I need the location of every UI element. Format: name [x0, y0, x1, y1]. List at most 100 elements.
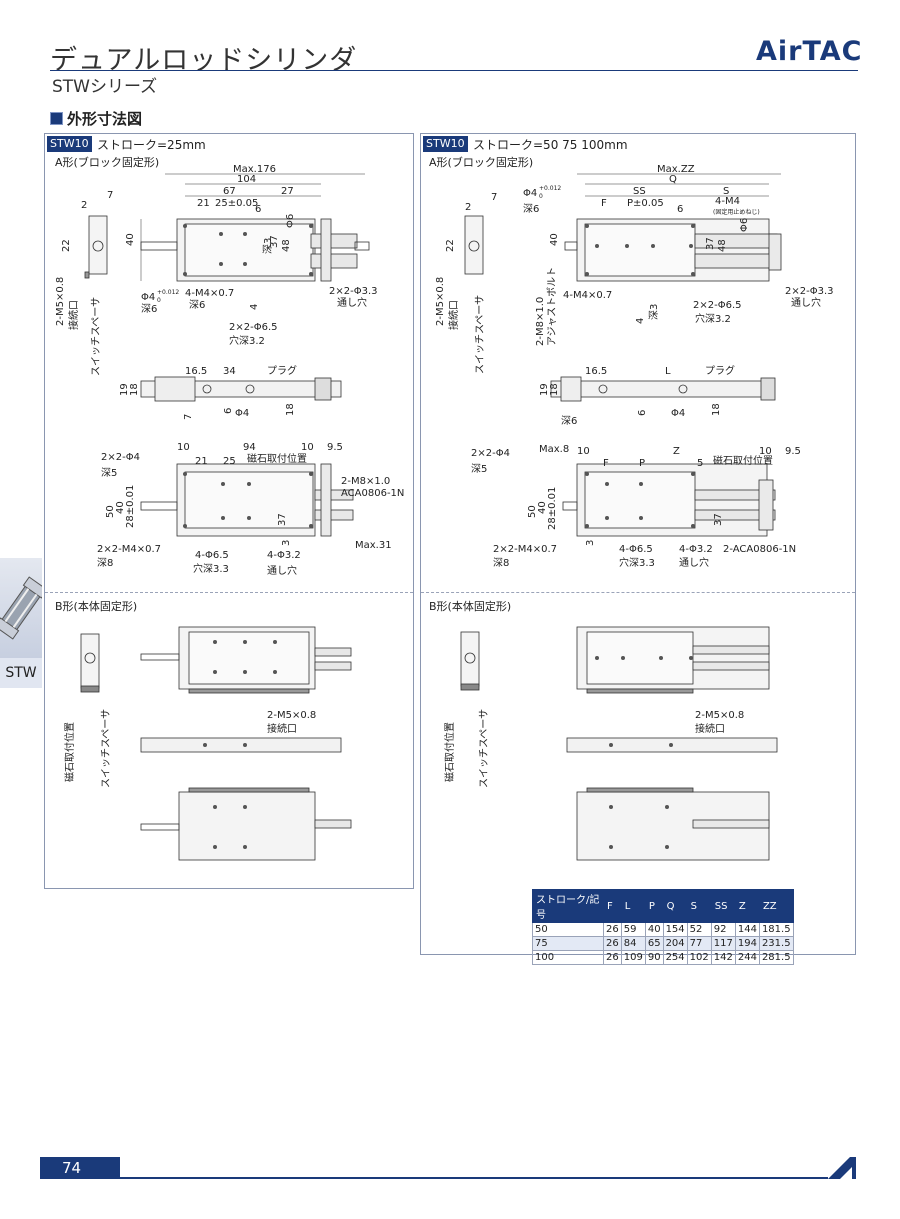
dim-port: 接続口 [67, 300, 80, 330]
rdim-z: Z [673, 446, 680, 457]
rdim-7: 7 [491, 192, 497, 203]
table-cell: 194 [734, 936, 760, 951]
right-stroke-label: ストローク=50 75 100mm [473, 138, 628, 152]
rb-port: 接続口 [695, 722, 725, 735]
b-port: 接続口 [267, 722, 297, 735]
rdim-through-hole-2: 通し穴 [679, 556, 709, 569]
dim-2x2-phi3-3: 2×2-Φ3.3 [329, 286, 378, 297]
table-header: Q [662, 889, 688, 923]
rdim-b50: 50 [527, 505, 538, 518]
dim-tol-zero: 0 [157, 297, 161, 304]
rdim-b37: 37 [713, 513, 724, 526]
rdim-deep6: 深6 [523, 203, 539, 215]
rdim-40: 40 [549, 233, 560, 246]
table-cell: 144 [734, 922, 760, 937]
dim-b94: 94 [243, 442, 256, 453]
dim-b21: 21 [195, 456, 208, 467]
rdim-hole-depth-3-2: 穴深3.2 [695, 312, 731, 325]
table-header: ZZ [758, 889, 794, 923]
rb-2-m5: 2-M5×0.8 [695, 710, 744, 721]
dim-2-m5: 2-M5×0.8 [55, 277, 66, 326]
dim-b40: 40 [115, 501, 126, 514]
rdim-b10b: 10 [759, 446, 772, 457]
table-row: 100 26 109 90 254 102 142 244 281.5 [532, 950, 794, 965]
b-2-m5: 2-M5×0.8 [267, 710, 316, 721]
dim-27: 27 [281, 186, 294, 197]
left-stroke-label: ストローク=25mm [97, 138, 206, 152]
dim-phi6: Φ6 [285, 214, 296, 228]
rdim-deep5: 深5 [471, 463, 487, 475]
dim-hole-depth-3-3: 穴深3.3 [193, 562, 229, 575]
right-model-tag: STW10 [423, 136, 468, 152]
table-cell: 59 [620, 922, 646, 937]
left-model-tag: STW10 [47, 136, 92, 152]
dim-16-5: 16.5 [185, 366, 207, 377]
dim-aca0806: ACA0806-1N [341, 488, 404, 499]
rdim-2: 2 [465, 202, 471, 213]
table-cell: 75 [532, 936, 604, 951]
rdim-deep6b: 深6 [561, 415, 577, 427]
rdim-through-hole: 通し穴 [791, 296, 821, 309]
table-cell: 100 [532, 950, 604, 965]
rb-magnet-position: 磁石取付位置 [443, 722, 456, 782]
rdim-b28: 28±0.01 [547, 487, 558, 530]
table-cell: 90 [644, 950, 664, 965]
brand-logo: AirTAC [756, 36, 863, 67]
rdim-4-phi6-5: 4-Φ6.5 [619, 544, 653, 555]
table-cell: 26 [603, 936, 622, 951]
left-type-a-drawing: Max.176 104 67 27 21 25±0.05 6 Φ6 40 48 … [55, 164, 404, 577]
rdim-switch-spacer: スイッチスペーサ [474, 295, 486, 374]
table-header: S [686, 889, 712, 923]
table-cell: 117 [710, 936, 736, 951]
rdim-hole-depth-3-3: 穴深3.3 [619, 556, 655, 569]
rdim-phi6: Φ6 [739, 218, 750, 232]
rdim-l: L [665, 366, 671, 377]
cylinder-thumbnail-icon [0, 576, 48, 640]
rdim-37: 37 [705, 237, 716, 250]
rdim-18b: 18 [711, 403, 722, 416]
left-type-b-drawing: 磁石取付位置 スイッチスペーサ 2-M5×0.8 接続口 [63, 626, 352, 861]
dim-34: 34 [223, 366, 236, 377]
rb-switch-spacer: スイッチスペーサ [478, 709, 490, 788]
stroke-dimension-table: ストローク/記号 F L P Q S SS Z ZZ 50 26 59 40 1… [532, 889, 794, 965]
table-cell: 231.5 [758, 936, 794, 951]
dim-phi4-b: Φ4 [235, 408, 249, 419]
title-divider [50, 70, 858, 71]
dim-2x2-phi6-5: 2×2-Φ6.5 [229, 322, 278, 333]
rdim-4-m4b: 4-M4×0.7 [563, 290, 612, 301]
table-cell: 50 [532, 922, 604, 937]
section-heading-text: 外形寸法図 [67, 110, 143, 128]
rdim-deep8: 深8 [493, 557, 509, 569]
left-type-b-label: B形(本体固定形) [55, 600, 138, 613]
left-drawing-panel: STW10 ストローク=25mm A形(ブロック固定形) B形(本体固定形) [44, 133, 414, 889]
dim-b50: 50 [105, 505, 116, 518]
table-cell: 109 [620, 950, 646, 965]
rdim-deep3: 深3 [648, 304, 660, 320]
table-header: P [644, 889, 664, 923]
rdim-4: 4 [635, 318, 646, 324]
dim-4: 4 [249, 304, 260, 310]
dim-plug: プラグ [267, 364, 297, 377]
rdim-22: 22 [445, 239, 456, 252]
rdim-q: Q [669, 174, 677, 185]
rdim-2-m8: 2-M8×1.0 [535, 297, 546, 346]
rdim-6: 6 [677, 204, 683, 215]
dim-deep6-a: 深6 [141, 303, 157, 315]
rdim-2x2-phi6-5: 2×2-Φ6.5 [693, 300, 742, 311]
rdim-2-m5: 2-M5×0.8 [435, 277, 446, 326]
right-type-a-drawing: Max.ZZ Q SS S F P±0.05 6 4-M4 (固定用止めねじ) … [435, 164, 834, 569]
table-cell: 244 [734, 950, 760, 965]
dim-b28: 28±0.01 [125, 485, 136, 528]
rdim-p2: P [639, 458, 645, 469]
page-number: 74 [40, 1157, 120, 1179]
dim-deep5: 深5 [101, 467, 117, 479]
table-cell: 26 [603, 922, 622, 937]
side-tab-series-label[interactable]: STW [0, 658, 42, 688]
dim-6b: 6 [223, 408, 234, 414]
dim-4-phi3-2: 4-Φ3.2 [267, 550, 301, 561]
table-header-row: ストローク/記号 F L P Q S SS Z ZZ [532, 889, 794, 923]
dim-b3: 3 [281, 540, 292, 546]
dim-deep3: 深3 [262, 238, 274, 254]
dim-4-phi6-5: 4-Φ6.5 [195, 550, 229, 561]
rdim-f2: F [603, 458, 609, 469]
